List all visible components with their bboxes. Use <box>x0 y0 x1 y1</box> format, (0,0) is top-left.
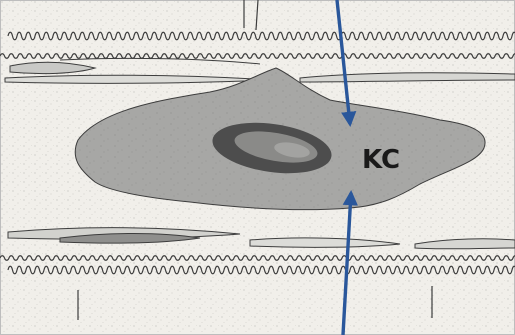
kc-label: KC <box>362 145 400 175</box>
